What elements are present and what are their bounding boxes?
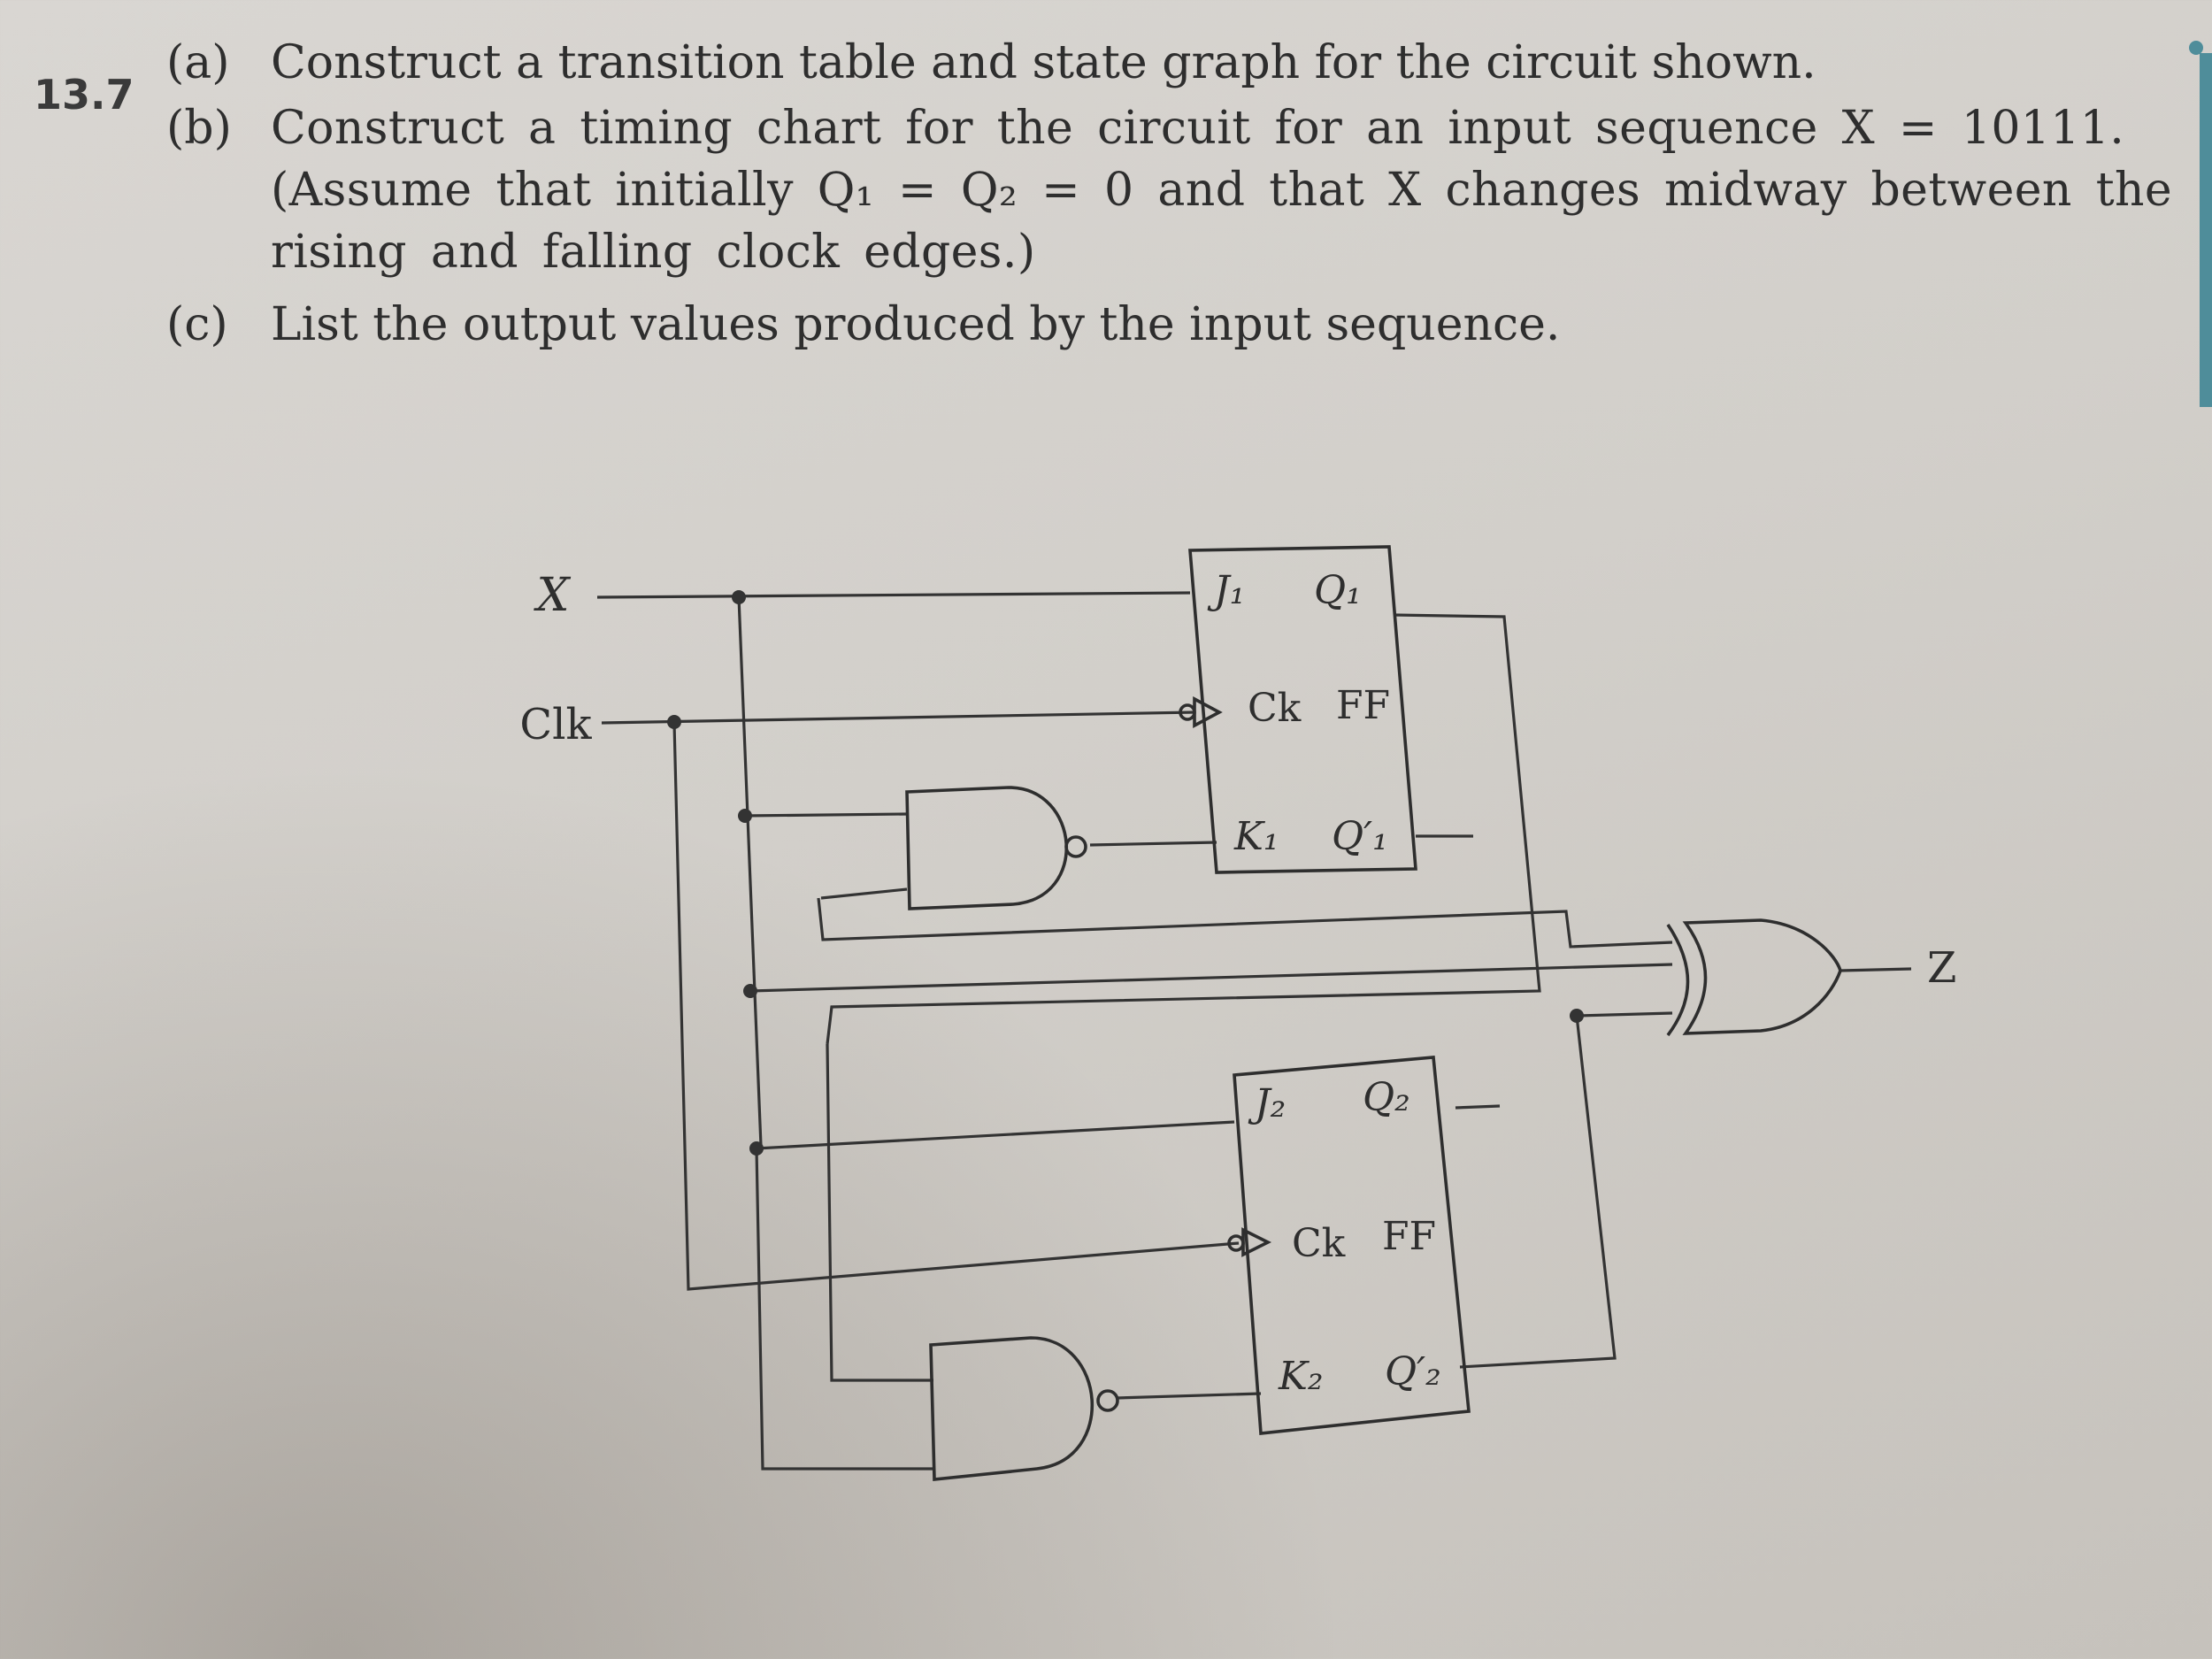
- page-edge-dot: [2189, 41, 2203, 55]
- ff2-ff-label: FF: [1382, 1214, 1436, 1259]
- wire-q2n-to-xor: [1459, 1011, 1673, 1369]
- input-x-label: X: [533, 569, 571, 622]
- ff2-box: [1233, 1056, 1471, 1435]
- nand-gate-1: [905, 786, 1087, 910]
- part-b-line-1: Construct a timing chart for the circuit…: [271, 102, 2125, 155]
- ff1-clock-bubble-icon: [1179, 703, 1196, 721]
- part-b-line-2: (Assume that initially Q₁ = Q₂ = 0 and t…: [271, 164, 2173, 217]
- part-b-line-3: rising and falling clock edges.): [271, 226, 1036, 279]
- wires: [596, 591, 1912, 1471]
- ff1-k-label: K₁: [1233, 814, 1279, 859]
- part-a-label: (a): [166, 36, 230, 89]
- nand2-bubble-icon: [1096, 1389, 1119, 1412]
- junction-x-j2: [749, 1141, 764, 1156]
- part-b-text: Construct a timing chart for the circuit…: [271, 97, 2212, 283]
- flip-flop-2: J₂ Q₂ Ck FF K₂ Q′₂: [1227, 1056, 1471, 1435]
- nand-gate-2: [929, 1336, 1119, 1481]
- junction-q2n-xor: [1570, 1009, 1584, 1023]
- nand1-bubble-icon: [1064, 835, 1087, 858]
- ff1-ff-label: FF: [1336, 683, 1390, 728]
- nand1-body: [905, 786, 1068, 910]
- wire-x-bus: [737, 596, 763, 1147]
- wire-xor-output: [1839, 967, 1912, 972]
- ff1-clock-triangle-icon: [1193, 695, 1223, 729]
- wire-q1-to-nand2: [826, 1043, 933, 1382]
- wire-loop-to-xor: [817, 897, 1673, 949]
- wire-nand1-lower-input: [820, 887, 908, 900]
- problem-number: 13.7: [34, 71, 134, 119]
- part-c-label: (c): [166, 298, 228, 351]
- wire-nand1-to-k1: [1089, 841, 1217, 847]
- wire-clk-to-ff2: [672, 722, 1240, 1291]
- input-clk-label: Clk: [519, 700, 592, 749]
- flip-flop-1: J₁ Q₁ Ck FF K₁ Q′₁: [1179, 545, 1417, 874]
- junction-x-nand1: [738, 809, 752, 823]
- wire-clk-to-ff1: [601, 710, 1195, 725]
- wire-x-to-nand2: [755, 1148, 933, 1471]
- wire-nand2-to-k2: [1116, 1392, 1262, 1400]
- part-c-text: List the output values produced by the i…: [271, 298, 1561, 351]
- ff2-q-label: Q₂: [1363, 1075, 1410, 1120]
- junctions: [667, 590, 1584, 1156]
- junction-x-top: [732, 590, 746, 604]
- ff1-j-label: J₁: [1207, 568, 1245, 613]
- ff2-ck-label: Ck: [1292, 1221, 1346, 1266]
- wire-q1-loop: [826, 613, 1541, 1045]
- wire-q2-stub: [1455, 1104, 1501, 1110]
- ff1-q-label: Q₁: [1314, 568, 1362, 613]
- xor-back-curve: [1666, 924, 1690, 1037]
- ff2-j-label: J₂: [1248, 1081, 1286, 1126]
- ff2-k-label: K₂: [1278, 1354, 1324, 1399]
- ff2-qn-label: Q′₂: [1385, 1349, 1441, 1394]
- junction-clk: [667, 715, 681, 729]
- ff1-qn-label: Q′₁: [1332, 814, 1388, 859]
- xor-gate: [1666, 918, 1842, 1037]
- wire-x-to-j1: [596, 591, 1191, 599]
- page-edge-tab: [2200, 53, 2212, 407]
- nand2-body: [929, 1336, 1094, 1481]
- ff2-clock-bubble-icon: [1227, 1234, 1245, 1252]
- wire-x-to-j2: [756, 1120, 1235, 1150]
- ff1-box: [1188, 545, 1417, 874]
- output-z-label: Z: [1927, 943, 1956, 993]
- wire-x-to-nand1: [742, 812, 908, 818]
- junction-x-xor: [743, 984, 757, 998]
- xor-body: [1682, 918, 1842, 1035]
- part-a-text: Construct a transition table and state g…: [271, 36, 1816, 89]
- part-b-label: (b): [166, 102, 232, 155]
- wire-x-to-xor: [749, 963, 1673, 993]
- ff1-ck-label: Ck: [1248, 686, 1302, 731]
